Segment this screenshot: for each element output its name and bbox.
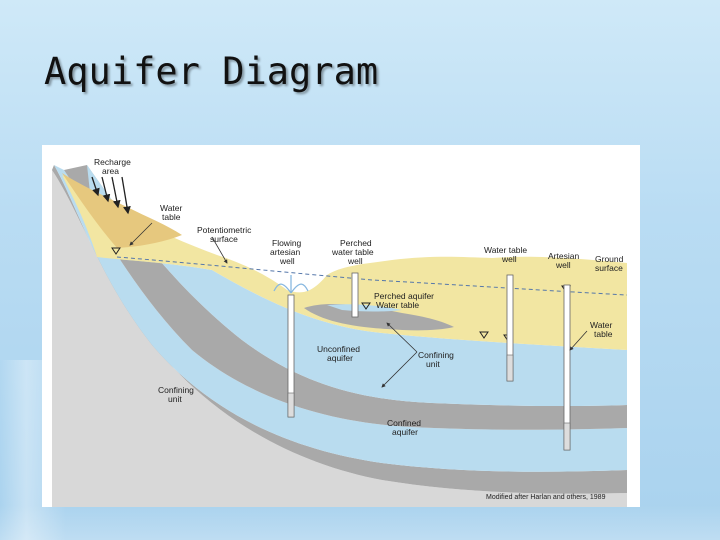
label-recharge-area: Recharge area [94,157,133,176]
label-water-table-well: Water table well [484,245,530,264]
label-confining-unit-left: Confining unit [158,385,196,404]
label-confining-unit-mid: Confining unit [418,350,456,369]
potentiometric-surface-line [116,256,628,296]
label-pointers [129,222,588,388]
aquifer-diagram: Recharge area Water table Potentiometric… [42,145,640,507]
figure-credit: Modified after Harlan and others, 1989 [486,494,606,501]
label-flowing-artesian-well: Flowing artesian well [270,238,304,266]
perched-water-table-well [351,272,359,318]
label-potentiometric-surface: Potentiometric surface [197,225,254,244]
recharge-arrows [91,176,131,215]
label-confined-aquifer: Confined aquifer [387,418,423,437]
unconfined-aquifer [87,165,627,407]
artesian-well [563,284,571,451]
label-perched-water-table-well: Perched water table well [331,238,376,266]
label-ground-surface: Ground surface [595,254,626,273]
label-perched-water-table: Water table [376,300,419,310]
middle-confining-unit [64,165,627,430]
flowing-artesian-well [273,275,309,418]
background-decoration-bottom [0,505,720,540]
perched-aquifer-lens [304,303,454,331]
water-table-well [506,274,514,382]
label-unconfined-aquifer: Unconfined aquifer [317,344,362,363]
label-water-table-left: Water table [160,203,185,222]
recharge-soil [62,173,182,248]
label-perched-aquifer: Perched aquifer [374,291,434,301]
perched-water [327,304,402,312]
label-artesian-well: Artesian well [548,251,582,270]
deep-rock [52,170,627,507]
slide-title: Aquifer Diagram [44,50,379,93]
label-water-table-right: Water table [590,320,615,339]
unsaturated-zone [62,175,627,350]
